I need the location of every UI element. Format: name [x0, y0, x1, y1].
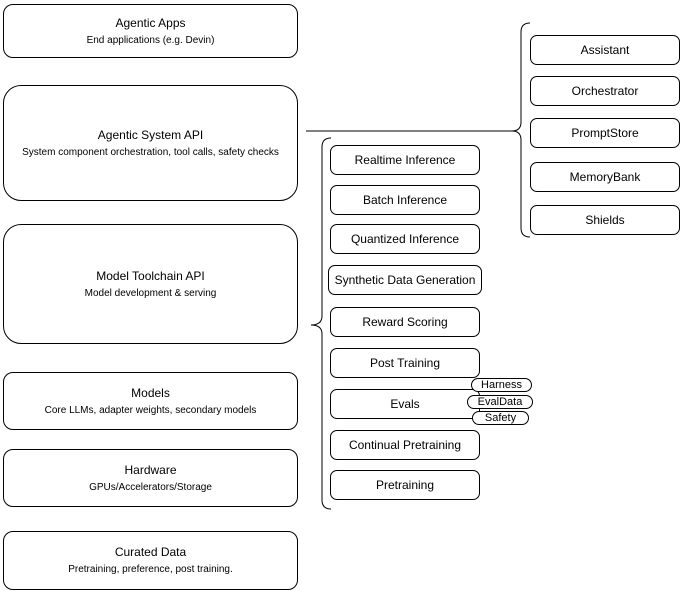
node-pretraining: Pretraining — [330, 470, 480, 500]
node-subtitle: End applications (e.g. Devin) — [86, 34, 215, 46]
node-shields: Shields — [530, 205, 680, 235]
node-model-toolchain-api: Model Toolchain API Model development & … — [3, 224, 298, 344]
agentic-items-brace — [511, 22, 531, 238]
node-batch-inference: Batch Inference — [330, 185, 480, 215]
node-subtitle: GPUs/Accelerators/Storage — [89, 481, 212, 493]
node-subtitle: Model development & serving — [84, 287, 217, 299]
node-synthetic-data-generation: Synthetic Data Generation — [328, 265, 482, 295]
node-promptstore: PromptStore — [530, 118, 680, 148]
node-title: Agentic System API — [97, 127, 204, 142]
node-quantized-inference: Quantized Inference — [330, 224, 480, 254]
node-models: Models Core LLMs, adapter weights, secon… — [3, 372, 298, 430]
node-agentic-system-api: Agentic System API System component orch… — [3, 85, 298, 201]
node-orchestrator: Orchestrator — [530, 76, 680, 106]
node-title: Models — [131, 385, 170, 400]
node-curated-data: Curated Data Pretraining, preference, po… — [3, 531, 298, 590]
node-post-training: Post Training — [330, 348, 480, 378]
badge-safety: Safety — [472, 411, 529, 425]
node-title: Curated Data — [114, 545, 187, 559]
node-evals: Evals — [330, 389, 480, 419]
node-subtitle: Pretraining, preference, post training. — [68, 564, 233, 575]
node-title: Hardware — [124, 462, 177, 477]
node-agentic-apps: Agentic Apps End applications (e.g. Devi… — [3, 4, 298, 58]
node-hardware: Hardware GPUs/Accelerators/Storage — [3, 449, 298, 507]
badge-harness: Harness — [471, 378, 532, 392]
node-reward-scoring: Reward Scoring — [330, 307, 480, 337]
node-title: Agentic Apps — [115, 15, 186, 30]
toolchain-items-brace — [310, 137, 332, 510]
node-title: Model Toolchain API — [96, 268, 205, 283]
badge-evaldata: EvalData — [467, 395, 533, 409]
node-subtitle: System component orchestration, tool cal… — [22, 146, 279, 158]
node-assistant: Assistant — [530, 35, 680, 65]
node-subtitle: Core LLMs, adapter weights, secondary mo… — [44, 404, 257, 416]
node-realtime-inference: Realtime Inference — [330, 145, 480, 175]
node-memorybank: MemoryBank — [530, 162, 680, 192]
node-continual-pretraining: Continual Pretraining — [330, 430, 480, 460]
